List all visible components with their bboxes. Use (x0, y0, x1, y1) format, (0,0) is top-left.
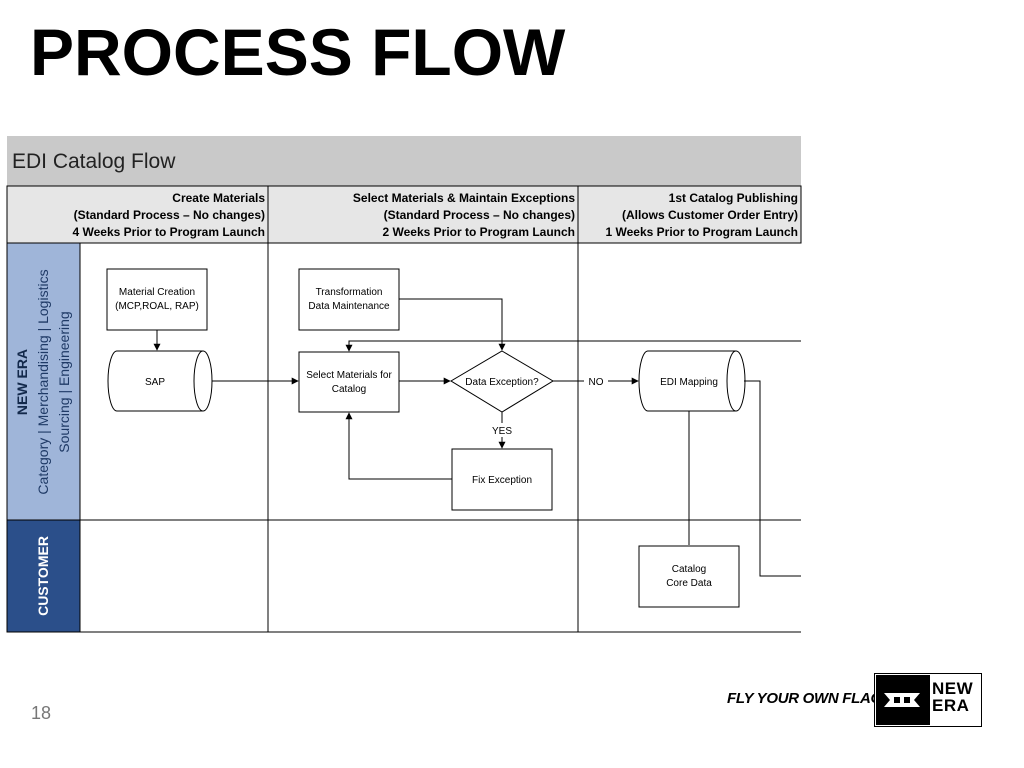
lane-new-era-label: NEW ERA Category | Merchandising | Logis… (14, 269, 72, 494)
edge-feedback-top (345, 340, 801, 352)
phase-1-line1: Create Materials (172, 191, 265, 205)
phase-1-line2: (Standard Process – No changes) (74, 208, 265, 222)
page-number: 18 (31, 703, 52, 723)
phase-1-line3: 4 Weeks Prior to Program Launch (73, 225, 266, 239)
node-catalog-core-line2: Core Data (666, 578, 712, 589)
no-label-bg (584, 374, 608, 388)
node-catalog-core-line1: Catalog (672, 564, 706, 575)
yes-label-bg (489, 423, 515, 437)
node-data-exception-label: Data Exception? (465, 377, 539, 388)
phase-3-line2: (Allows Customer Order Entry) (622, 208, 798, 222)
lane-new-era-title: NEW ERA (14, 349, 30, 415)
edge-label-no: NO (589, 377, 604, 388)
node-material-creation: Material Creation (MCP,ROAL, RAP) (106, 268, 208, 331)
flag-icon (884, 693, 920, 707)
node-sap-label: SAP (145, 377, 165, 388)
edge-edi-to-customer (744, 380, 801, 577)
node-data-exception: Data Exception? (450, 350, 554, 413)
node-select-materials-line2: Catalog (332, 384, 366, 395)
phase-2-line2: (Standard Process – No changes) (384, 208, 575, 222)
connectors (153, 298, 801, 577)
node-transformation: Transformation Data Maintenance (298, 268, 400, 331)
logo-wordmark: NEW ERA (932, 680, 980, 714)
logo-wordmark-line2: ERA (932, 696, 970, 715)
diagram-title: EDI Catalog Flow (12, 150, 176, 173)
node-sap: SAP (107, 350, 213, 412)
node-fix-exception-label: Fix Exception (472, 475, 532, 486)
edge-fix-to-select (345, 412, 452, 480)
node-select-materials-line1: Select Materials for (306, 370, 392, 381)
lane-new-era-line2: Category | Merchandising | Logistics (35, 269, 51, 494)
logo-wordmark-line1: NEW (932, 679, 974, 698)
phase-3-line1: 1st Catalog Publishing (669, 191, 798, 205)
phase-3-line3: 1 Weeks Prior to Program Launch (606, 225, 799, 239)
slide-title: PROCESS FLOW (30, 15, 566, 89)
edge-transformation-to-exception (399, 298, 506, 351)
edge-label-yes: YES (492, 426, 512, 437)
phase-2-header: Select Materials & Maintain Exceptions (… (353, 191, 575, 239)
node-transformation-line2: Data Maintenance (308, 301, 390, 312)
phase-2-line3: 2 Weeks Prior to Program Launch (383, 225, 576, 239)
node-material-creation-line1: Material Creation (119, 287, 195, 298)
phase-1-header: Create Materials (Standard Process – No … (73, 191, 266, 239)
lane-customer-title: CUSTOMER (35, 536, 51, 616)
node-edi-mapping-label: EDI Mapping (660, 377, 718, 388)
new-era-logo (874, 673, 982, 727)
phase-3-header: 1st Catalog Publishing (Allows Customer … (606, 191, 799, 239)
node-fix-exception: Fix Exception (451, 448, 553, 511)
brand-tagline: FLY YOUR OWN FLAG (727, 690, 882, 707)
node-edi-mapping: EDI Mapping (638, 350, 746, 412)
diagram-title-band (7, 136, 801, 186)
node-material-creation-line2: (MCP,ROAL, RAP) (115, 301, 199, 312)
node-catalog-core-data: Catalog Core Data (638, 545, 740, 608)
node-select-materials: Select Materials for Catalog (298, 351, 400, 413)
node-transformation-line1: Transformation (316, 287, 383, 298)
lane-new-era-line3: Sourcing | Engineering (56, 311, 72, 452)
phase-2-line1: Select Materials & Maintain Exceptions (353, 191, 575, 205)
